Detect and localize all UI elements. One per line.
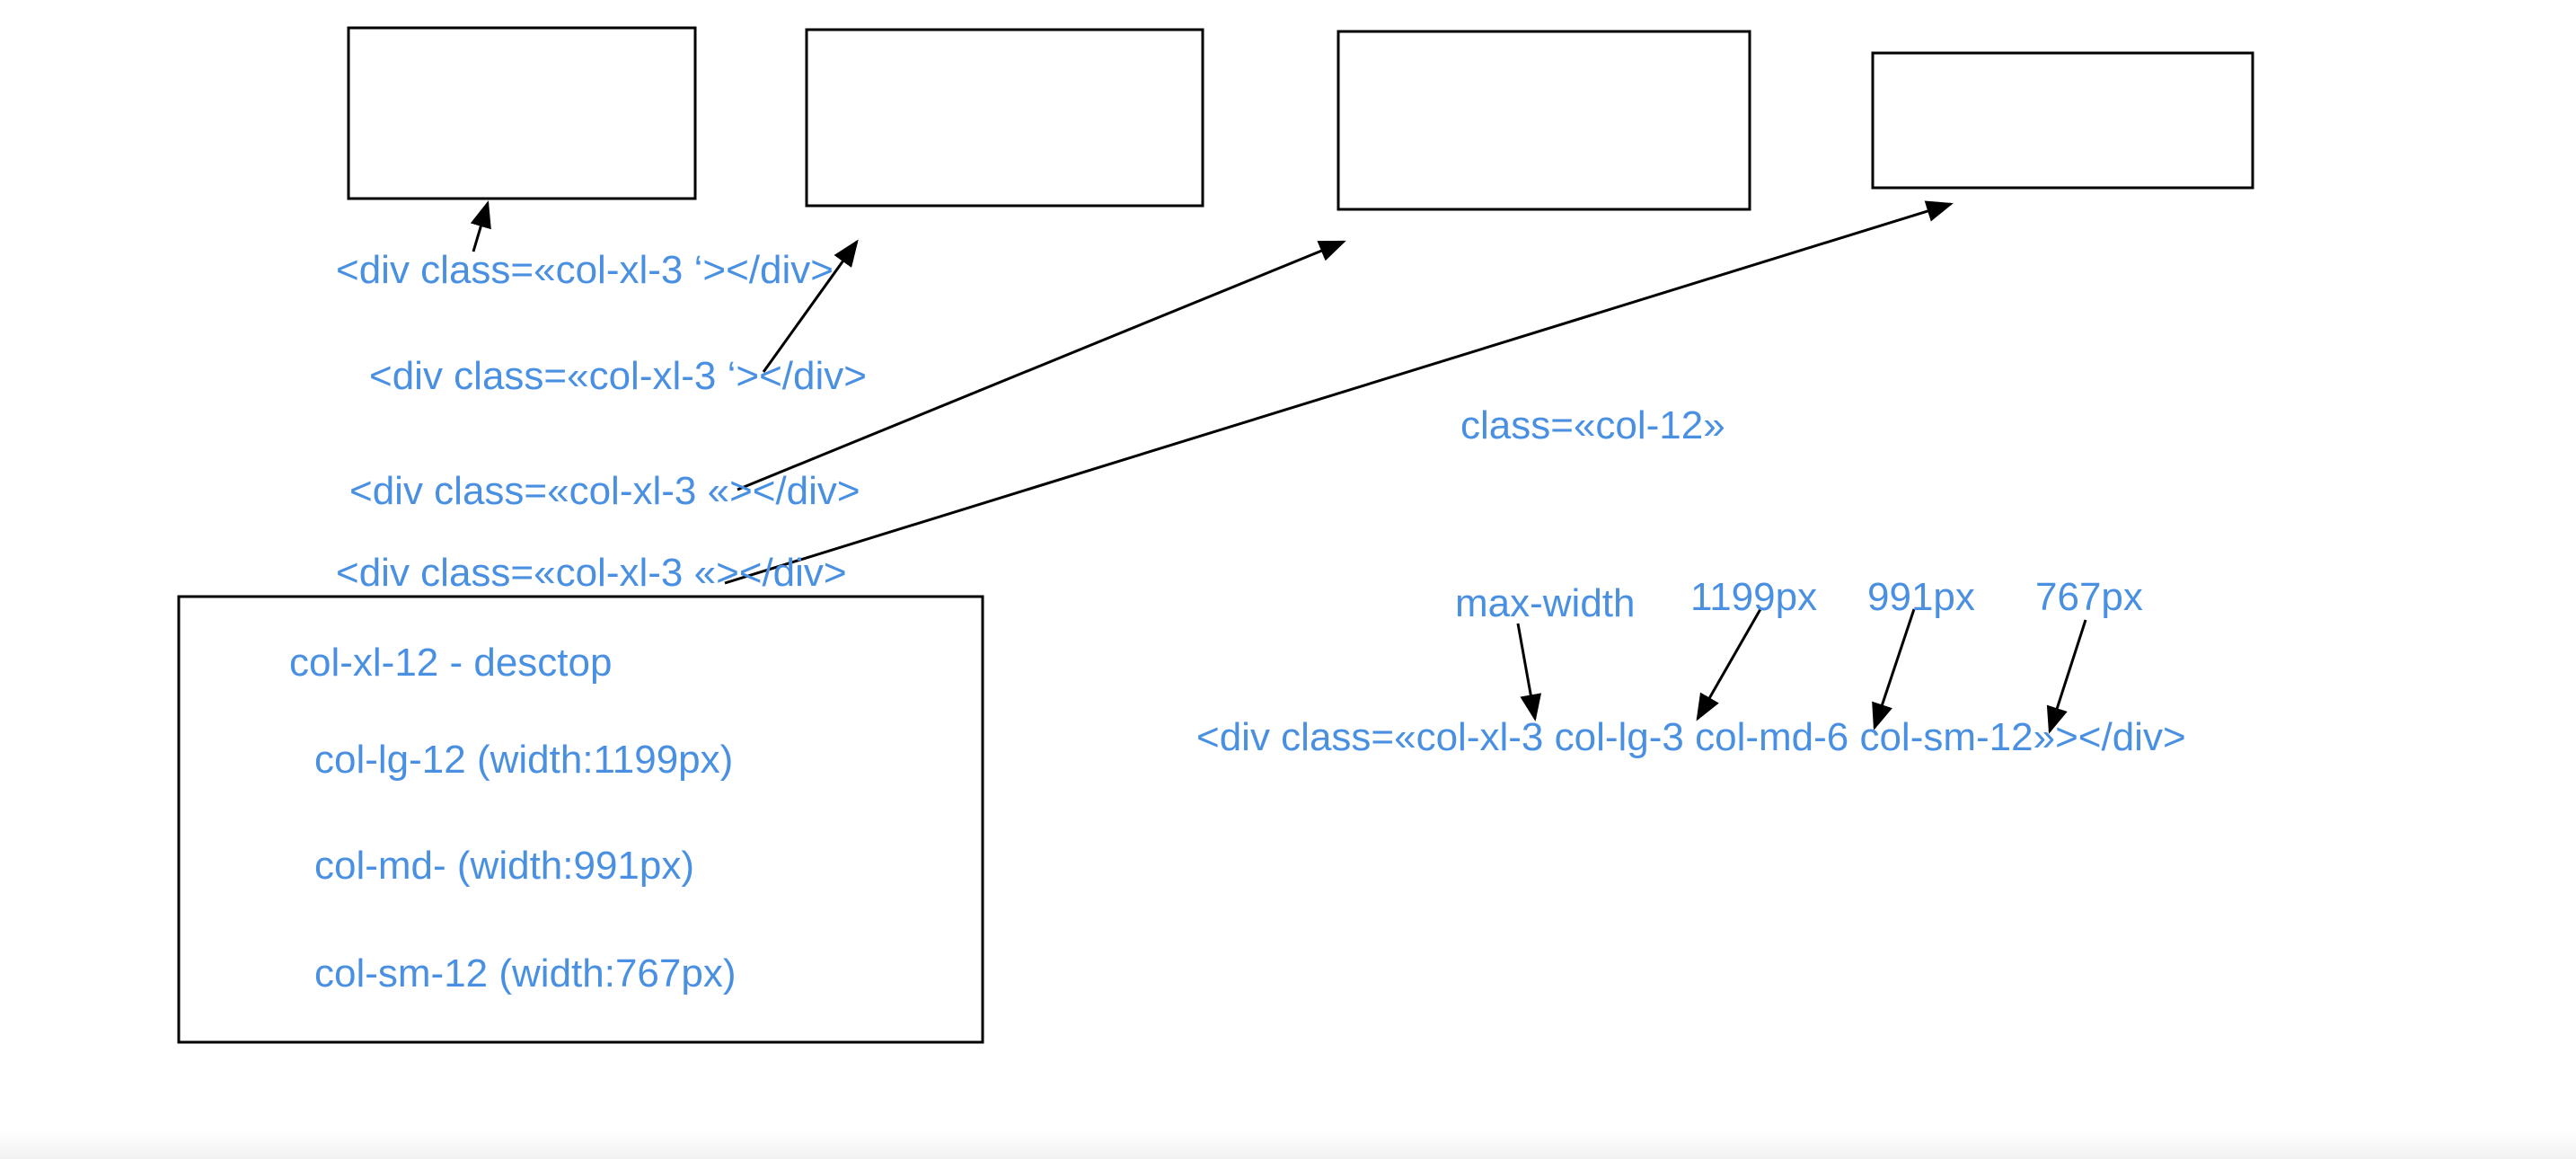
breakpoint-1199-label: 1199px [1690, 575, 1818, 619]
column-box-1 [347, 26, 697, 200]
arrow-max-width-to-xl [1516, 623, 1542, 721]
code-line-1: <div class=«col-xl-3 ‘></div> [336, 248, 834, 292]
legend-item-xl: col-xl-12 - desctop [289, 641, 613, 685]
arrow-767-to-sm [2046, 619, 2087, 734]
breakpoint-legend-box [177, 595, 984, 1044]
code-line-3: <div class=«col-xl-3 «></div> [349, 469, 860, 513]
row-class-label: class=«col-12» [1460, 403, 1725, 447]
bottom-shadow [0, 1130, 2576, 1159]
max-width-label: max-width [1455, 581, 1636, 625]
column-box-2 [805, 28, 1204, 208]
legend-item-lg: col-lg-12 (width:1199px) [314, 738, 734, 782]
arrow-code-to-box-1 [470, 200, 491, 252]
column-box-3 [1337, 30, 1751, 211]
breakpoint-767-label: 767px [2035, 575, 2143, 619]
arrow-991-to-md [1872, 608, 1916, 730]
arrow-code-to-box-4 [724, 200, 1954, 585]
arrow-code-to-box-3 [737, 240, 1346, 491]
legend-item-md: col-md- (width:991px) [314, 844, 695, 888]
breakpoint-991-label: 991px [1867, 575, 1975, 619]
responsive-code-line: <div class=«col-xl-3 col-lg-3 col-md-6 c… [1196, 715, 2186, 759]
arrow-1199-to-lg [1696, 608, 1762, 721]
column-box-4 [1871, 51, 2254, 190]
code-line-2: <div class=«col-xl-3 ‘></div> [369, 354, 867, 398]
arrow-code-to-box-2 [762, 239, 859, 373]
code-line-4: <div class=«col-xl-3 «></div> [336, 551, 847, 595]
legend-item-sm: col-sm-12 (width:767px) [314, 951, 737, 995]
